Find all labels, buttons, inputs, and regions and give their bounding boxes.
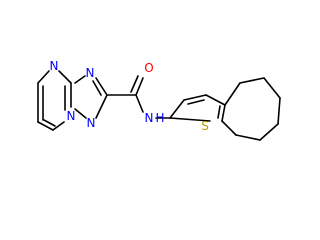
bond-line xyxy=(92,80,102,96)
molecule-structure: N N N N O N H S xyxy=(37,59,281,141)
bond-line xyxy=(187,99,205,105)
atom-o-carbonyl: O xyxy=(144,61,153,75)
bond-line xyxy=(95,94,108,119)
bond-line xyxy=(277,97,281,125)
bond-line xyxy=(135,77,144,96)
bond-line xyxy=(37,70,50,84)
bond-line xyxy=(95,77,108,96)
bond-line xyxy=(130,75,139,93)
bond-line xyxy=(263,77,281,99)
bond-line xyxy=(43,119,56,127)
bond-line xyxy=(183,94,207,101)
atom-n-pyrimidine-top: N xyxy=(50,59,59,73)
atom-h-amide: H xyxy=(155,111,164,125)
bond-line xyxy=(221,120,237,136)
bond-line xyxy=(235,134,261,141)
bond-line xyxy=(205,94,226,106)
bond-line xyxy=(169,117,211,122)
bond-line xyxy=(135,94,144,113)
atom-s-thiophene: S xyxy=(201,119,209,133)
bond-line xyxy=(52,121,65,131)
atom-n-amide: N xyxy=(145,111,154,125)
bond-line xyxy=(224,82,241,106)
bond-line xyxy=(217,105,221,119)
bond-line xyxy=(259,123,279,141)
atom-labels: N N N N O N H S xyxy=(50,59,209,133)
molecule-canvas: N N N N O N H S xyxy=(37,59,281,141)
bond-line xyxy=(74,75,86,84)
bond-line xyxy=(37,121,54,131)
bond-line xyxy=(74,108,87,119)
atom-n-triazole-bottom: N xyxy=(87,116,96,130)
bond-line xyxy=(58,70,72,84)
atom-n-triazole-top: N xyxy=(86,66,95,80)
bond-lines xyxy=(37,70,281,141)
bond-line xyxy=(221,104,226,122)
bond-line xyxy=(239,77,265,84)
bond-line xyxy=(169,99,185,119)
atom-n-bridge: N xyxy=(67,109,76,123)
